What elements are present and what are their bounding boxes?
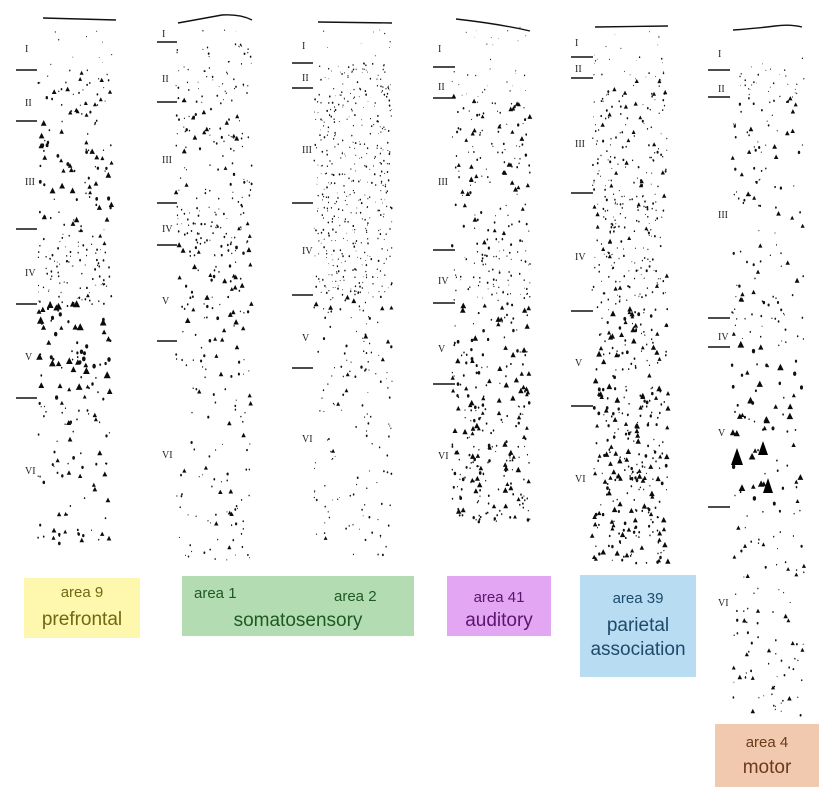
column-area9-layer-I: I <box>25 44 28 55</box>
column-area39-cells <box>589 31 671 565</box>
column-area9-layer-VI: VI <box>25 466 36 477</box>
column-area2-layer-I: I <box>302 41 305 52</box>
column-area4-layer-II: II <box>718 84 725 95</box>
betz-cell <box>731 448 743 465</box>
column-area4-layer-III: III <box>718 210 728 221</box>
column-area4-surface <box>732 24 803 31</box>
column-area41-cells <box>450 26 533 524</box>
column-area4-layer-I: I <box>718 49 721 60</box>
column-area9-layer-II: II <box>25 98 32 109</box>
label-somatosensory-area-2: area 2 <box>334 588 377 605</box>
column-area2-surface <box>317 21 393 24</box>
column-area1-cells <box>173 29 254 561</box>
column-area4-layer-IV: IV <box>718 332 729 343</box>
column-area2-layer-IV: IV <box>302 246 313 257</box>
label-parietal: area 39 parietal association <box>580 575 696 677</box>
column-area1-layer-I: I <box>162 29 165 40</box>
column-area39-layer-III: III <box>575 139 585 150</box>
column-area4-layer-V: V <box>718 428 726 439</box>
label-somatosensory: area 1 area 2 somatosensory <box>182 576 414 636</box>
label-auditory-area: area 41 <box>473 589 525 606</box>
column-area1-layer-IV: IV <box>162 224 173 235</box>
column-area1-surface <box>177 14 253 24</box>
betz-cell <box>758 441 768 455</box>
column-area41-layer-I: I <box>438 44 441 55</box>
column-area9-layer-IV: IV <box>25 268 36 279</box>
label-prefrontal-name: prefrontal <box>41 609 123 630</box>
label-auditory: area 41 auditory <box>447 576 551 636</box>
column-area1-layer-V: V <box>162 296 170 307</box>
column-area9-surface <box>42 17 117 21</box>
column-area9-layer-III: III <box>25 177 35 188</box>
column-area1-layer-III: III <box>162 155 172 166</box>
label-prefrontal: area 9 prefrontal <box>24 578 140 638</box>
column-area39-layer-IV: IV <box>575 252 586 263</box>
column-area41-layer-IV: IV <box>438 276 449 287</box>
column-area2-layer-V: V <box>302 333 310 344</box>
column-area9-layer-V: V <box>25 352 33 363</box>
column-area1-layer-II: II <box>162 74 169 85</box>
column-area9-cells <box>36 30 114 546</box>
column-area39-surface <box>594 25 669 28</box>
column-area39-layer-VI: VI <box>575 474 586 485</box>
label-prefrontal-area: area 9 <box>60 584 104 601</box>
label-parietal-area: area 39 <box>612 590 664 607</box>
column-area2-layer-VI: VI <box>302 434 313 445</box>
column-area39-layer-V: V <box>575 358 583 369</box>
column-area4-cells <box>729 57 806 717</box>
label-parietal-name: parietal <box>606 615 670 636</box>
column-area41-layer-VI: VI <box>438 451 449 462</box>
column-area41-surface <box>455 18 531 32</box>
column-area39-layer-I: I <box>575 38 578 49</box>
column-area41-layer-III: III <box>438 177 448 188</box>
column-area1-layer-VI: VI <box>162 450 173 461</box>
column-area41-layer-V: V <box>438 344 446 355</box>
label-motor-name: motor <box>742 757 792 778</box>
column-area2-layer-II: II <box>302 73 309 84</box>
cortical-columns: IIIIIIIVVVIIIIIIIIVVVIIIIIIIIVVVIIIIIIII… <box>16 14 806 717</box>
label-somatosensory-name: somatosensory <box>233 610 363 631</box>
column-area2-cells <box>313 29 394 557</box>
label-parietal-name-2: association <box>590 639 686 660</box>
column-area4-layer-VI: VI <box>718 598 729 609</box>
column-area39-layer-II: II <box>575 64 582 75</box>
label-auditory-name: auditory <box>465 610 533 631</box>
column-area2-layer-III: III <box>302 145 312 156</box>
column-area41-layer-II: II <box>438 82 445 93</box>
label-motor: area 4 motor <box>715 724 819 787</box>
label-motor-area: area 4 <box>745 734 789 751</box>
label-somatosensory-area-1: area 1 <box>194 585 237 602</box>
betz-cell <box>763 478 773 493</box>
